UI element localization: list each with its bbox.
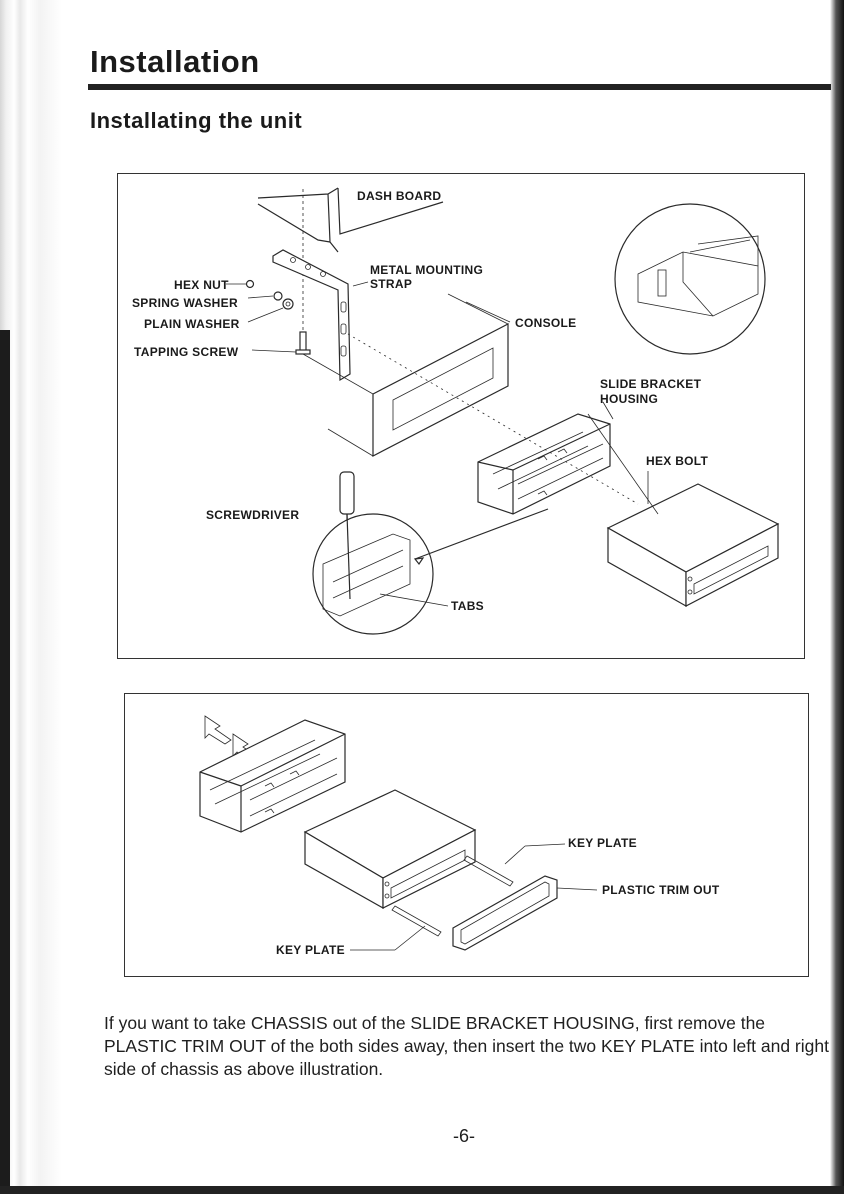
label-key-plate-right: KEY PLATE [568, 836, 637, 850]
book-spine-shadow [0, 0, 62, 1194]
label-metal-mounting-strap-line1: METAL MOUNTING [370, 263, 483, 277]
label-key-plate-left: KEY PLATE [276, 943, 345, 957]
label-plain-washer: PLAIN WASHER [144, 317, 240, 331]
label-hex-nut: HEX NUT [174, 278, 229, 292]
chassis-removal-diagram-drawing: KEY PLATE PLASTIC TRIM OUT KEY PLATE [199, 715, 720, 957]
label-tapping-screw: TAPPING SCREW [134, 345, 239, 359]
detail-circle-connector [614, 203, 766, 355]
slide-bracket-housing-illustration [199, 719, 346, 833]
plastic-trim-out-illustration [452, 875, 558, 951]
console-illustration [302, 293, 509, 457]
page-number: -6- [453, 1126, 475, 1146]
label-metal-mounting-strap-line2: STRAP [370, 277, 412, 291]
installation-diagram: DASH BOARD METAL MOUNTING STRAP HEX NUT … [117, 173, 805, 659]
key-plate-left-illustration [391, 905, 442, 937]
slide-bracket-housing-illustration [477, 413, 611, 515]
screw-hardware-illustration [226, 279, 369, 355]
label-hex-bolt: HEX BOLT [646, 454, 709, 468]
label-spring-washer: SPRING WASHER [132, 296, 238, 310]
page-edge-shadow [830, 0, 844, 1194]
label-tabs: TABS [451, 599, 484, 613]
installation-diagram-drawing: DASH BOARD METAL MOUNTING STRAP HEX NUT … [132, 187, 780, 635]
label-dash-board: DASH BOARD [357, 189, 441, 203]
instruction-paragraph: If you want to take CHASSIS out of the S… [104, 1013, 829, 1079]
chassis-unit-illustration [606, 483, 780, 608]
page-title: Installation [90, 44, 260, 79]
label-console: CONSOLE [515, 316, 576, 330]
label-slide-bracket-housing-line2: HOUSING [600, 392, 658, 406]
chassis-unit-illustration [303, 789, 477, 910]
label-screwdriver: SCREWDRIVER [206, 508, 299, 522]
detail-circle-bracket [312, 508, 549, 635]
key-plate-right-illustration [463, 855, 514, 887]
chassis-removal-diagram: KEY PLATE PLASTIC TRIM OUT KEY PLATE [124, 693, 809, 977]
page-bottom-edge [0, 1186, 844, 1194]
label-plastic-trim-out: PLASTIC TRIM OUT [602, 883, 720, 897]
scan-edge-dark [0, 330, 10, 1194]
title-rule [88, 84, 831, 90]
section-title: Installating the unit [90, 108, 303, 133]
metal-mounting-strap-illustration [272, 249, 351, 382]
dash-board-illustration [257, 187, 444, 354]
label-slide-bracket-housing-line1: SLIDE BRACKET [600, 377, 702, 391]
